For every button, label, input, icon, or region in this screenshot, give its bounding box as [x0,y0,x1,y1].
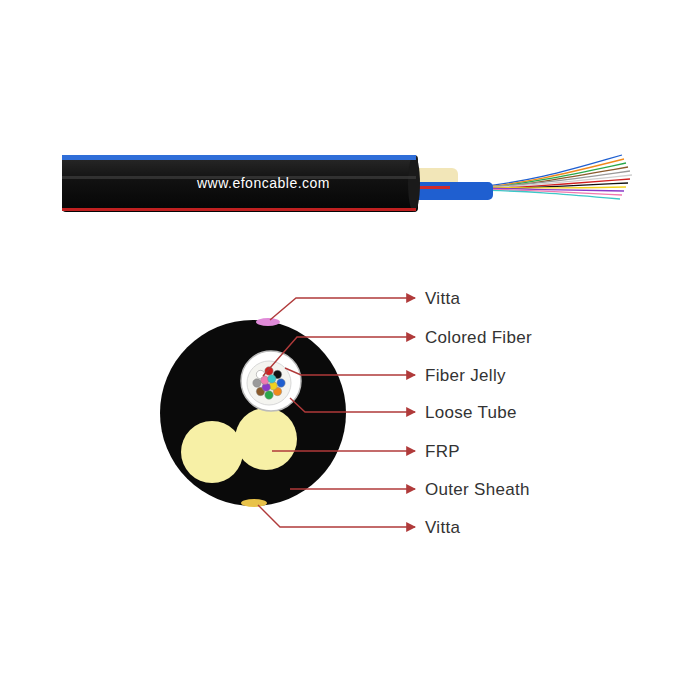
callout-label: Vitta [425,519,460,536]
colored-fiber-dot [277,379,285,387]
colored-fibers [253,367,285,399]
callout-label: Outer Sheath [425,481,530,498]
fiber-strand [480,183,628,190]
leader-lines [258,298,415,527]
outer-sheath [62,155,418,212]
callout-label: FRP [425,443,460,460]
blue-stripe [62,155,416,160]
callout-label: Vitta [425,290,460,307]
loose-tube-section [241,351,301,411]
frp-section [181,421,243,483]
fiber-jelly [247,361,291,405]
leader-line [272,450,415,451]
watermark: www.efoncable.com [197,176,330,190]
frp-section [235,408,297,470]
red-stripe [62,208,416,211]
leader-line [258,505,415,527]
vitta-bottom [241,499,267,507]
callout-label: Fiber Jelly [425,367,506,384]
leader-line [263,337,415,376]
vitta-top [256,318,280,326]
leader-line [270,298,415,320]
cable-side-view [62,155,632,212]
leader-line [290,398,415,412]
fiber-strand [480,155,622,187]
callout-label: Colored Fiber [425,329,532,346]
sheath-end [408,155,420,212]
leader-line [285,368,415,375]
colored-fiber-dot [253,379,261,387]
fiber-bundle [480,155,632,199]
fiber-strand [480,190,620,199]
fiber-strand [480,189,622,195]
callout-label: Loose Tube [425,404,517,421]
colored-fiber-dot [268,375,276,383]
fiber-strand [480,179,630,189]
leader-line [290,488,415,489]
outer-sheath-section [160,320,346,506]
colored-fiber-dot [265,391,273,399]
